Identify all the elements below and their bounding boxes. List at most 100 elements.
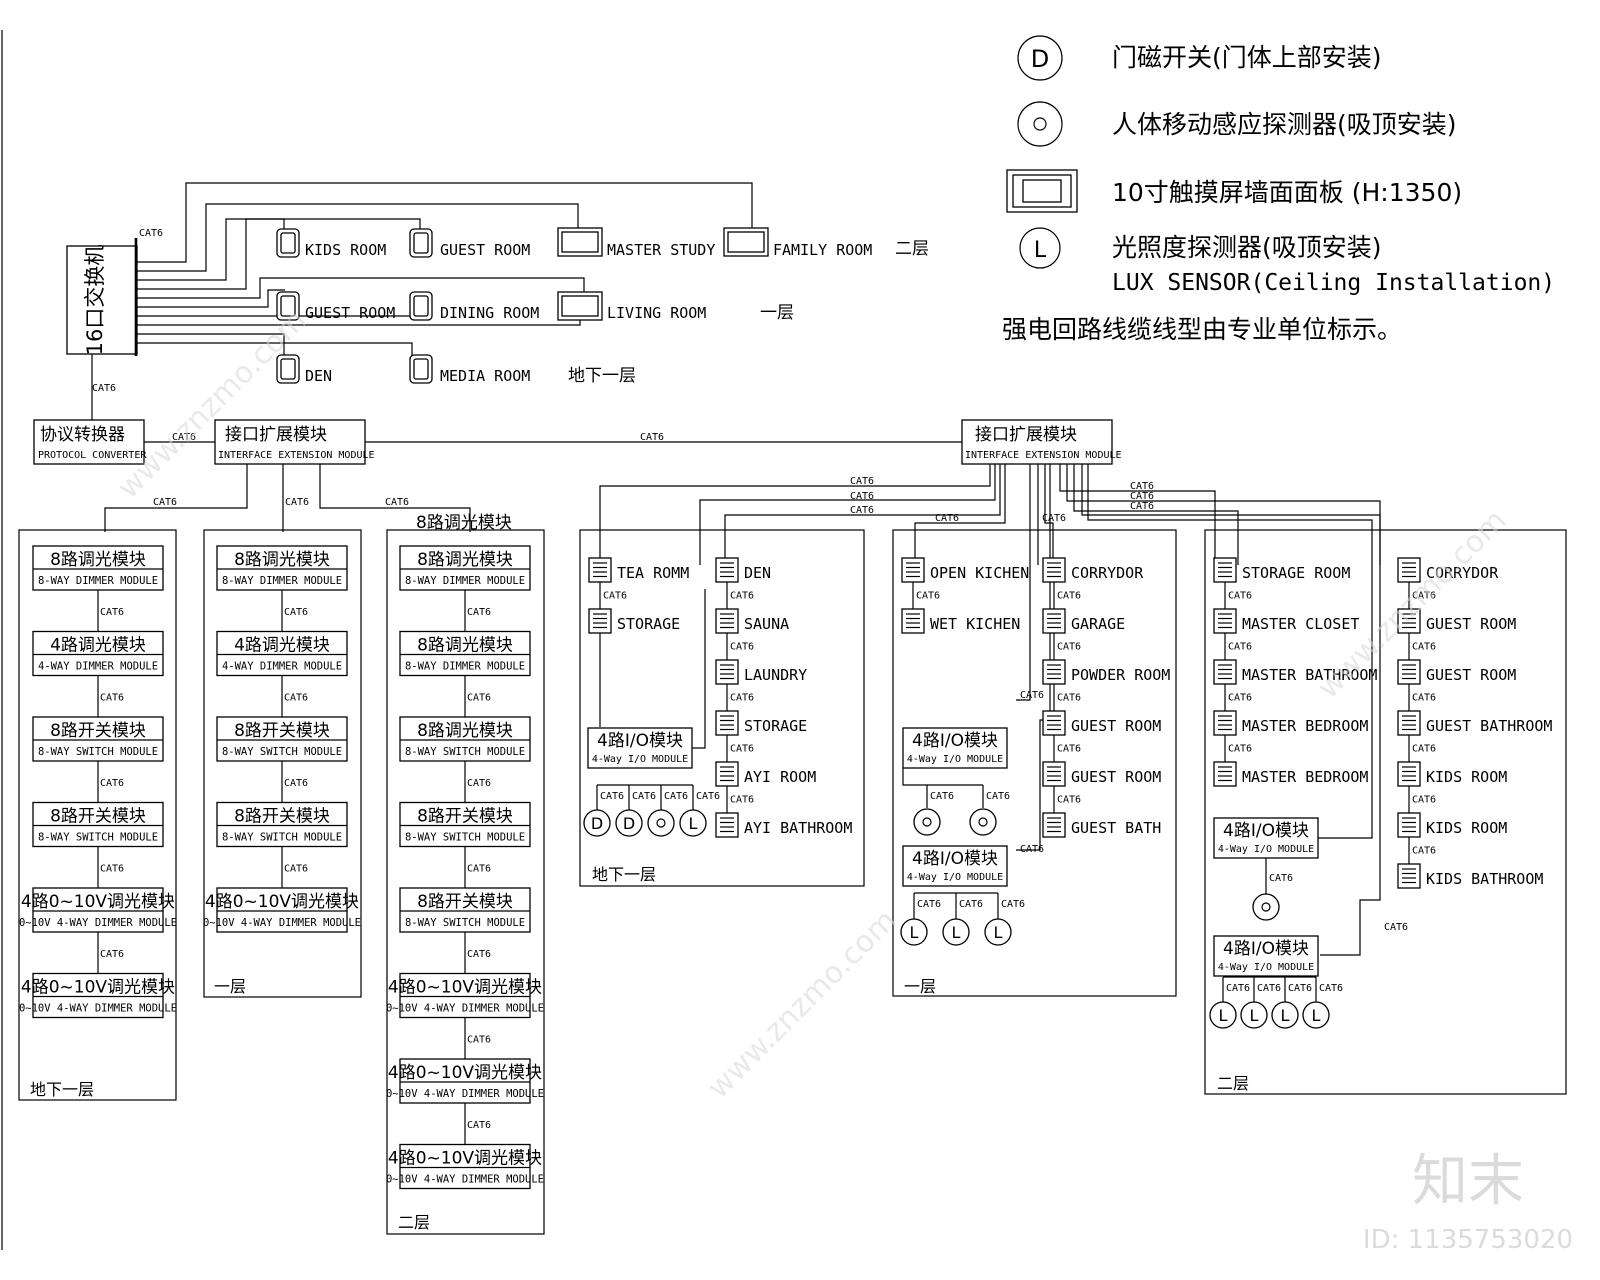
io-frame <box>902 727 1008 769</box>
room-label: CORRYDOR <box>1071 564 1144 582</box>
column-1f-floor: 一层 <box>214 977 246 996</box>
cable-label: CAT6 <box>467 863 491 874</box>
room-panel-icon <box>1213 761 1237 787</box>
module-frame <box>216 801 348 848</box>
lux-sensor-icon <box>1019 227 1061 269</box>
iem-right-en: INTERFACE EXTENSION MODULE <box>965 450 1122 461</box>
motion-sensor-inner <box>922 817 932 827</box>
cable-label: CAT6 <box>467 949 491 960</box>
cable-label: CAT6 <box>916 591 940 602</box>
cable-label: CAT6 <box>100 692 124 703</box>
cable-label: CAT6 <box>467 778 491 789</box>
module-name-en: 0~10V 4-WAY DIMMER MODULE <box>386 1174 544 1186</box>
cable-label: CAT6 <box>1412 591 1436 602</box>
room-label: GUEST ROOM <box>1426 615 1516 633</box>
lux-sensor-icon <box>1240 1001 1268 1029</box>
room-panel-icon <box>1042 761 1066 787</box>
room-panel-icon <box>715 812 739 838</box>
panel-media-room: MEDIA ROOM <box>440 367 530 385</box>
protocol-converter-en: PROTOCOL CONVERTER <box>38 450 147 461</box>
lux-sensor-icon <box>984 918 1012 946</box>
touch-panel-icon <box>1006 169 1078 213</box>
lux-sensor-icon <box>1302 1001 1330 1029</box>
panel-frame <box>715 812 739 838</box>
module-frame <box>399 630 531 677</box>
module-name-cn: 8路开关模块 <box>234 721 330 741</box>
room-panel-icon <box>1042 710 1066 736</box>
room-panel-icon <box>715 761 739 787</box>
switch-bus-lines <box>136 182 753 356</box>
module-name-cn: 4路调光模块 <box>234 636 330 656</box>
cable-label: CAT6 <box>284 778 308 789</box>
panel-frame <box>1042 557 1066 583</box>
io-name-cn: 4路I/O模块 <box>1223 821 1309 841</box>
room-panel-icon <box>1042 557 1066 583</box>
io-bus <box>902 768 983 786</box>
room-panel-icon <box>1213 659 1237 685</box>
cable-label: CAT6 <box>917 899 941 910</box>
sensor-symbol: L <box>689 814 698 833</box>
panel-frame <box>588 608 612 634</box>
module-name-cn: 8路开关模块 <box>417 807 513 827</box>
sensor-symbol: L <box>1312 1006 1321 1025</box>
cable-label: CAT6 <box>986 791 1010 802</box>
cable-label: CAT6 <box>1257 983 1281 994</box>
room-label: STORAGE <box>744 717 807 735</box>
watermark-logo: 知末 <box>1412 1149 1524 1214</box>
module-name-en: 8-WAY DIMMER MODULE <box>405 575 525 587</box>
cable-label: CAT6 <box>467 1120 491 1131</box>
room-label: GUEST ROOM <box>1426 666 1516 684</box>
watermark-id: ID: 1135753020 <box>1363 1225 1573 1255</box>
panel-frame <box>715 710 739 736</box>
io-name-en: 4-Way I/O MODULE <box>592 754 688 765</box>
module-name-cn: 8路调光模块 <box>50 550 146 570</box>
cable-label: CAT6 <box>1228 642 1252 653</box>
sensor-symbol: L <box>994 923 1003 942</box>
module-frame <box>32 972 164 1019</box>
module-box: 8路开关模块 8-WAY SWITCH MODULE <box>216 716 348 762</box>
cable-label: CAT6 <box>100 607 124 618</box>
panel-living-room: LIVING ROOM <box>607 304 706 322</box>
cable-label: CAT6 <box>1057 591 1081 602</box>
module-name-cn: 8路调光模块 <box>417 721 513 741</box>
module-frame <box>32 630 164 677</box>
panel-frame <box>901 608 925 634</box>
panel-frame <box>715 557 739 583</box>
module-name-cn: 4路0~10V调光模块 <box>21 978 175 998</box>
panel-frame <box>715 659 739 685</box>
io-frame <box>1213 817 1319 859</box>
room-label: TEA ROMM <box>617 564 689 582</box>
cable-label: CAT6 <box>1412 795 1436 806</box>
watermark-site: www.znzmo.com <box>701 903 904 1106</box>
module-name-en: 8-WAY SWITCH MODULE <box>222 746 342 758</box>
room-label: KIDS ROOM <box>1426 768 1507 786</box>
iem-left-feeds: CAT6 CAT6 CAT6 <box>104 464 471 532</box>
zone-2f-floor: 二层 <box>1217 1074 1249 1093</box>
room-panel-icon <box>1042 812 1066 838</box>
cable-label: CAT6 <box>603 591 627 602</box>
room-label: KIDS BATHROOM <box>1426 870 1543 888</box>
lux-sensor-icon <box>1271 1001 1299 1029</box>
cable-label: CAT6 <box>1412 846 1436 857</box>
cable-label: CAT6 <box>730 744 754 755</box>
io-frame <box>902 845 1008 887</box>
panel-frame <box>1397 710 1421 736</box>
lux-sensor-icon <box>1209 1001 1237 1029</box>
room-label: SAUNA <box>744 615 789 633</box>
module-name-en: 8-WAY DIMMER MODULE <box>222 575 342 587</box>
cable-label: CAT6 <box>1228 693 1252 704</box>
panel-frame <box>901 557 925 583</box>
panel-kids-room: KIDS ROOM <box>305 241 386 259</box>
door-sensor-icon <box>1017 35 1063 81</box>
panel-frame <box>1042 608 1066 634</box>
module-name-cn: 8路调光模块 <box>417 550 513 570</box>
room-label: CORRYDOR <box>1426 564 1499 582</box>
panel-frame <box>1213 710 1237 736</box>
column-2f-floor: 二层 <box>398 1213 430 1232</box>
